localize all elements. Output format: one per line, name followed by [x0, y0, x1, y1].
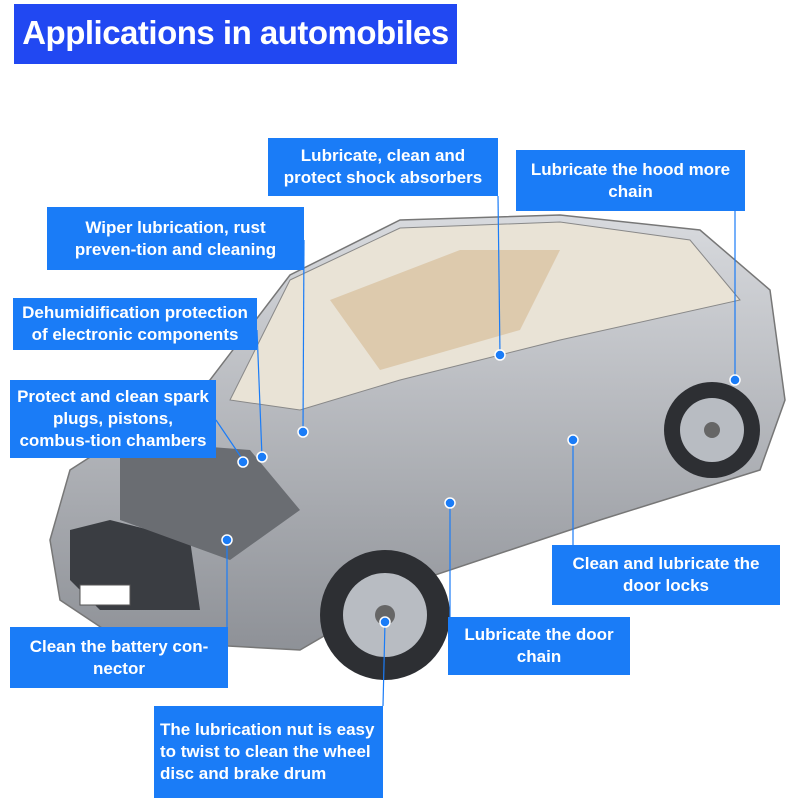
car-body	[49, 214, 786, 651]
label-shock-absorbers: Lubricate, clean and protect shock absor…	[268, 138, 498, 196]
leader-lines	[215, 195, 736, 707]
page-title: Applications in automobiles	[14, 4, 457, 64]
label-spark-plugs: Protect and clean spark plugs, pistons, …	[10, 380, 216, 458]
wheel-front	[320, 550, 450, 680]
wheel-rear	[664, 382, 760, 478]
label-door-chain: Lubricate the door chain	[448, 617, 630, 675]
label-wheel-nut: The lubrication nut is easy to twist to …	[154, 706, 383, 798]
point-markers	[221, 349, 741, 628]
label-wiper: Wiper lubrication, rust preven-tion and …	[47, 207, 304, 270]
label-door-locks: Clean and lubricate the door locks	[552, 545, 780, 605]
label-hood-chain: Lubricate the hood more chain	[516, 150, 745, 211]
label-electronic-components: Dehumidification protection of electroni…	[13, 298, 257, 350]
label-battery-connector: Clean the battery con-nector	[10, 627, 228, 688]
